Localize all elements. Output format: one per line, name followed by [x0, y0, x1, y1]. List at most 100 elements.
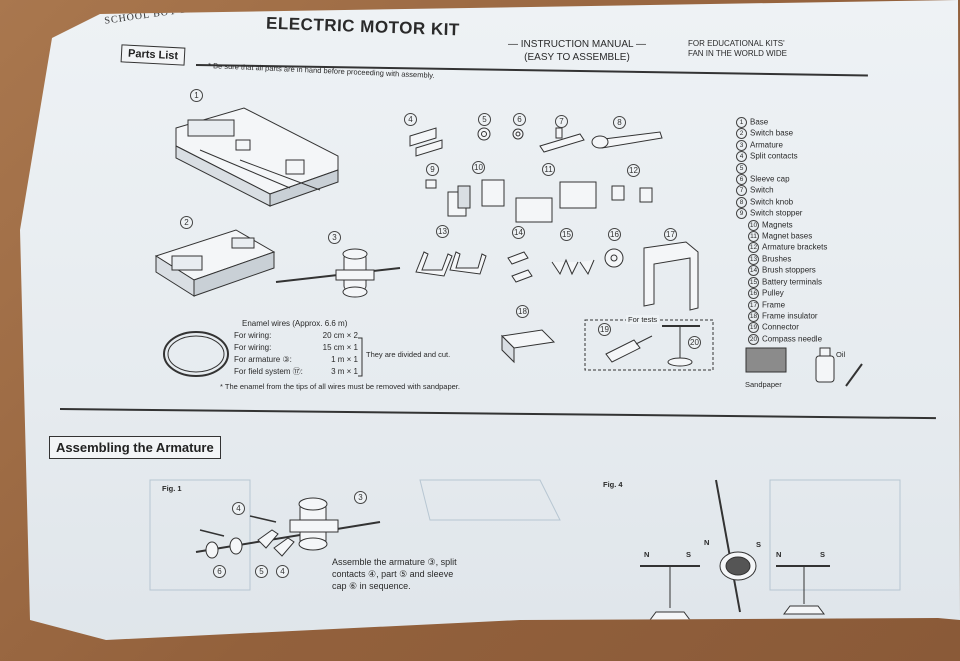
part-number-18: 18 [516, 305, 529, 318]
part-number-15: 15 [560, 228, 573, 241]
fig1-number-4-top: 4 [232, 502, 245, 515]
legend-number: 20 [748, 333, 759, 345]
wire-amount: 1 m × 1 [331, 355, 358, 364]
legend-label: Frame [762, 300, 786, 310]
educational-note: FOR EDUCATIONAL KITS' FAN IN THE WORLD W… [688, 39, 787, 59]
part-number-19: 19 [598, 323, 611, 336]
part-number-2: 2 [180, 216, 193, 229]
legend-number: 4 [736, 151, 747, 163]
legend-label: Switch knob [750, 197, 794, 207]
legend-number: 3 [736, 139, 747, 151]
part-number-14: 14 [512, 226, 525, 239]
oil-label: Oil [836, 350, 846, 359]
enamel-wires-table: Enamel wires (Approx. 6.6 m) For wiring:… [234, 318, 358, 378]
legend-number: 2 [736, 128, 747, 140]
part-number-1: 1 [190, 89, 203, 102]
pole-n-left: N [644, 550, 650, 559]
part-number-4: 4 [404, 113, 417, 126]
fig1-number-4: 4 [276, 565, 289, 578]
legend-label: Compass needle [762, 334, 823, 344]
pole-n-right: N [776, 550, 782, 559]
base-drawing [175, 107, 339, 207]
legend-number: 1 [736, 117, 747, 128]
instruction-line-3: cap ⑥ in sequence. [332, 581, 411, 591]
wire-amount: 20 cm × 2 [322, 331, 358, 340]
legend-label: Sleeve cap [750, 174, 790, 184]
edu-line-2: FAN IN THE WORLD WIDE [688, 49, 787, 58]
legend-label: Frame insulator [762, 311, 818, 321]
brush-parts-drawing [415, 241, 699, 311]
legend-label: Armature [750, 140, 783, 150]
legend-number: 15 [748, 276, 759, 288]
legend-label: Base [750, 117, 769, 127]
legend-label: Armature brackets [762, 243, 828, 253]
pole-s-right: S [820, 550, 826, 559]
fig1-label: Fig. 1 [162, 484, 182, 493]
fig4-compass-drawing [640, 479, 830, 621]
legend-number: 19 [748, 322, 759, 334]
wire-use: For field system ⑰: [234, 367, 303, 376]
legend-label: Magnets [762, 220, 793, 230]
switch-base-drawing [154, 229, 276, 297]
legend-number: 6 [736, 174, 747, 186]
test-equipment-drawing [584, 319, 714, 371]
wire-row: For wiring:15 cm × 1 [234, 342, 358, 354]
wire-use: For wiring: [234, 343, 272, 352]
subtitle-line-2: (EASY TO ASSEMBLE) [524, 52, 630, 63]
legend-number: 16 [748, 288, 759, 300]
legend-number: 11 [748, 231, 759, 243]
legend-number: 14 [748, 265, 759, 277]
part-number-5: 5 [478, 113, 491, 126]
armature-drawing [275, 248, 401, 298]
sandpaper-oil-drawing [745, 347, 863, 387]
part-number-12: 12 [627, 164, 640, 177]
legend-number: 18 [748, 310, 759, 322]
legend-number: 8 [736, 196, 747, 208]
legend-label: Battery terminals [762, 277, 823, 287]
part-number-3: 3 [328, 231, 341, 244]
legend-number: 9 [736, 208, 747, 220]
legend-item: 5 [736, 162, 827, 174]
legend-label: Switch base [750, 129, 794, 139]
wire-row: For armature ③:1 m × 1 [234, 354, 358, 366]
wires-title: Enamel wires (Approx. 6.6 m) [242, 319, 348, 328]
wires-bracket-note: They are divided and cut. [366, 350, 451, 359]
part-number-13: 13 [436, 225, 449, 238]
legend-label: Magnet bases [762, 231, 813, 241]
legend-label: Brushes [762, 254, 792, 264]
part-number-17: 17 [664, 228, 677, 241]
part-number-11: 11 [542, 163, 555, 176]
subtitle-line-1: — INSTRUCTION MANUAL — [508, 39, 646, 50]
legend-label: Switch [750, 186, 774, 196]
small-parts-drawing [409, 127, 663, 157]
assembly-heading: Assembling the Armature [49, 436, 221, 459]
magnet-parts-drawing [425, 179, 653, 223]
wire-amount: 3 m × 1 [331, 367, 358, 376]
wire-row: For wiring: 20 cm × 2 [234, 330, 358, 342]
wire-use: For wiring: [234, 331, 272, 340]
instruction-line-2: contacts ④, part ⑤ and sleeve [332, 569, 454, 579]
sandpaper-label: Sandpaper [745, 380, 782, 389]
part-number-7: 7 [555, 115, 568, 128]
legend-number: 12 [748, 242, 759, 254]
